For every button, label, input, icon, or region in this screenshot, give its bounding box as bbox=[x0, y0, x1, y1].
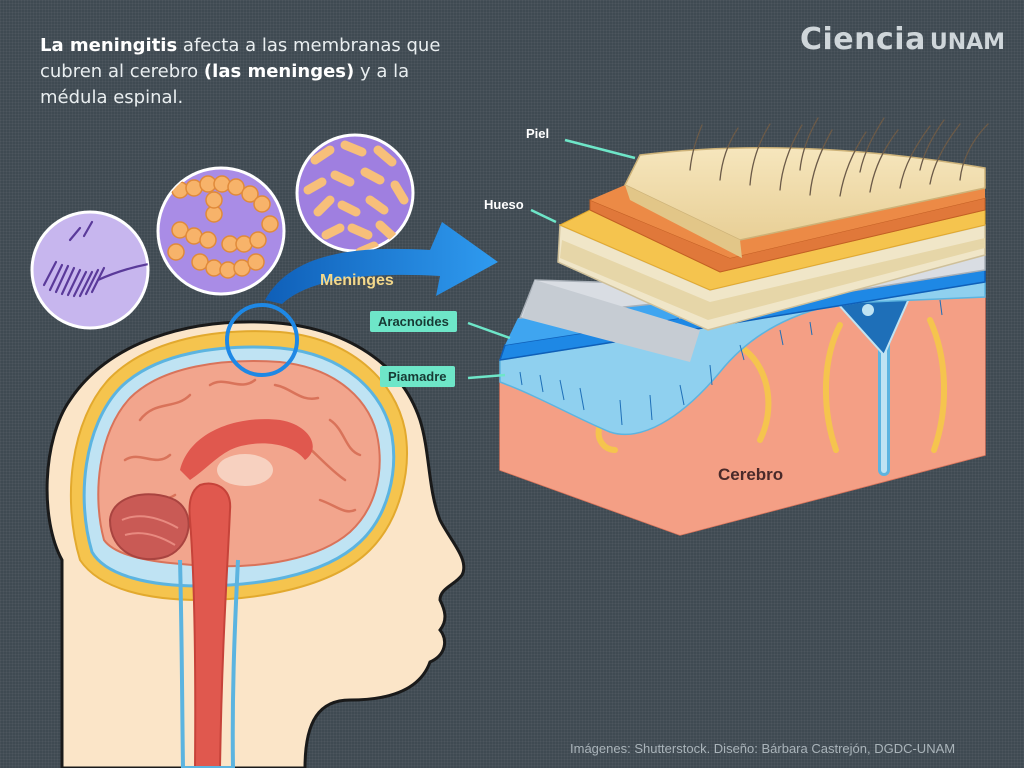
cross-sinus-granulation bbox=[862, 304, 874, 316]
head-profile bbox=[45, 303, 466, 768]
connector-piamadre bbox=[467, 373, 506, 380]
corpus-callosum bbox=[180, 419, 313, 480]
intro-text-part2: y a la médula espinal. bbox=[40, 61, 410, 108]
logo-unam: UNAM bbox=[929, 30, 1006, 55]
intro-bold-meninges: (las meninges) bbox=[203, 61, 355, 82]
cerebellum bbox=[108, 493, 190, 561]
cross-dura-face bbox=[522, 280, 700, 362]
connector-piel bbox=[564, 138, 636, 160]
brainstem-spinal-cord bbox=[188, 482, 232, 768]
cerebellum-folds bbox=[121, 515, 179, 546]
cross-skin-layer bbox=[623, 146, 986, 241]
logo-ciencia: Ciencia bbox=[800, 22, 926, 57]
label-cerebro: Cerebro bbox=[718, 465, 784, 484]
label-hueso: Hueso bbox=[484, 197, 524, 212]
intro-text-part1: afecta a las membranas que cubren al cer… bbox=[40, 35, 441, 82]
bacteria-circle-1 bbox=[30, 210, 150, 330]
brain-gyri bbox=[123, 378, 362, 513]
connector-aracnoides bbox=[467, 321, 511, 340]
cross-brain-front bbox=[500, 295, 985, 535]
meninges-focus-circle bbox=[225, 303, 299, 377]
label-piamadre: Piamadre bbox=[380, 366, 455, 387]
meninges-cross-section bbox=[498, 117, 989, 536]
cross-bone-marrow bbox=[560, 238, 985, 320]
image-credit: Imágenes: Shutterstock. Diseño: Bárbara … bbox=[570, 741, 956, 756]
meninges-arrow bbox=[265, 222, 498, 304]
meninges-arrow-label: Meninges bbox=[320, 272, 394, 289]
intro-text: La meningitis afecta a las membranas que… bbox=[40, 33, 460, 111]
bacteria-circle-2 bbox=[156, 166, 286, 296]
label-aracnoides: Aracnoides bbox=[370, 311, 457, 332]
cross-periosteum-top bbox=[590, 185, 985, 258]
spinal-meninges bbox=[178, 559, 240, 768]
cross-subarachnoid-trabeculae bbox=[519, 299, 943, 426]
label-piel: Piel bbox=[526, 126, 550, 141]
cross-skin-front bbox=[625, 185, 742, 258]
connector-hueso bbox=[530, 208, 557, 224]
intro-bold-meningitis: La meningitis bbox=[40, 35, 178, 56]
cross-skin-hairs bbox=[689, 117, 989, 197]
thalamus bbox=[217, 454, 273, 486]
label-connectors bbox=[467, 138, 636, 380]
bacteria-circle-3 bbox=[295, 133, 415, 253]
